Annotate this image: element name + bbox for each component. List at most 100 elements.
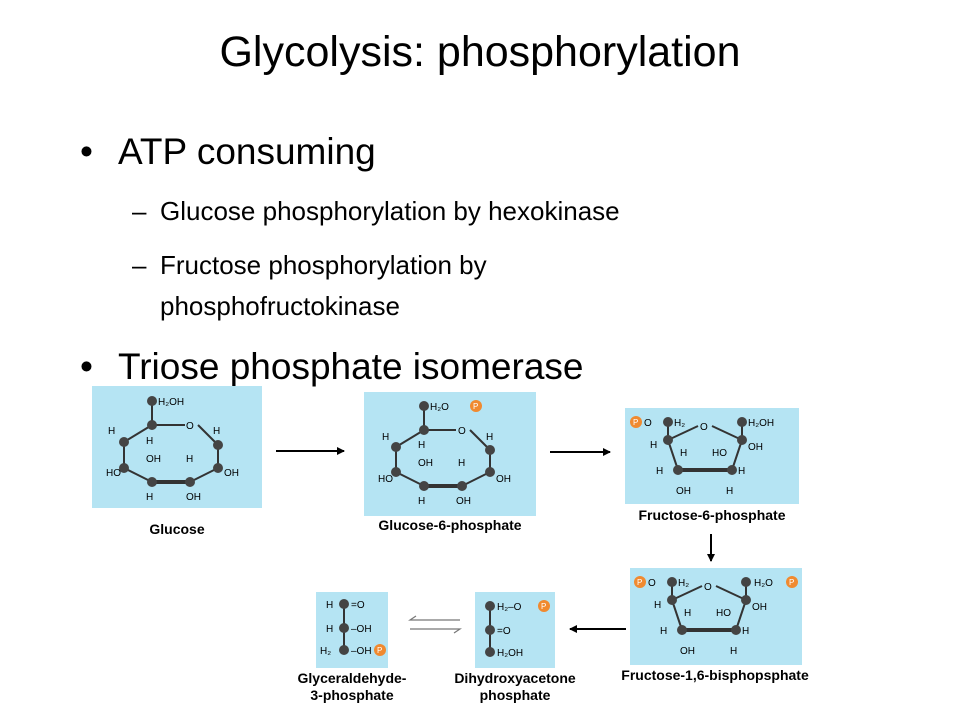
bullet-triose-isomerase: • Triose phosphate isomerase	[80, 346, 584, 388]
subbullet-dash: –	[132, 250, 147, 280]
equilibrium-arrows-icon	[408, 615, 462, 634]
slide-title: Glycolysis: phosphorylation	[219, 28, 741, 76]
phosphate-icon	[634, 576, 646, 588]
atom-label: HO	[712, 448, 727, 459]
atom-label: H	[382, 432, 389, 443]
atom-label: H	[660, 626, 667, 637]
subbullet-text-continued: phosphofructokinase	[160, 291, 400, 321]
atom-label: O	[458, 426, 466, 437]
atom-label: HO	[716, 608, 731, 619]
atom-label: =O	[351, 600, 365, 611]
glucose-panel	[92, 386, 262, 508]
phosphate-icon	[630, 416, 642, 428]
atom-label: H₂OH	[497, 648, 523, 659]
atom-label: H₂–O	[497, 602, 522, 613]
f16bp-panel	[630, 568, 802, 665]
atom-label: O	[644, 418, 652, 429]
atom-label: H	[146, 436, 153, 447]
atom-label: OH	[456, 496, 471, 507]
atom-label: H₂	[320, 646, 331, 657]
atom-label: P	[633, 418, 638, 427]
caption-line: Dihydroxyacetone	[454, 670, 576, 686]
atom-label: H	[684, 608, 691, 619]
glucose-carbons	[119, 396, 223, 487]
caption-g6p: Glucose-6-phosphate	[378, 517, 522, 533]
atom-label: H	[186, 454, 193, 465]
atom-label: H	[146, 492, 153, 503]
atom-label: –OH	[351, 624, 372, 635]
atom-label: H	[108, 426, 115, 437]
atom-label: OH	[680, 646, 695, 657]
atom-label: OH	[748, 442, 763, 453]
bullet-text: Triose phosphate isomerase	[118, 346, 584, 387]
subbullet-glucose-hexokinase: – Glucose phosphorylation by hexokinase	[132, 191, 620, 232]
atom-label: H	[726, 486, 733, 497]
phosphate-icon	[470, 400, 482, 412]
atom-label: H	[680, 448, 687, 459]
phosphate-icon	[374, 644, 386, 656]
atom-label: O	[648, 578, 656, 589]
bullet-atp-consuming: • ATP consuming	[80, 131, 376, 173]
atom-label: HO	[106, 468, 121, 479]
bullet-dot: •	[80, 346, 93, 387]
atom-label: P	[789, 578, 794, 587]
atom-label: HO	[378, 474, 393, 485]
g6p-molecule	[395, 406, 491, 488]
atom-label: OH	[224, 468, 239, 479]
caption-line: 3-phosphate	[310, 687, 394, 703]
atom-label: H	[326, 600, 333, 611]
atom-label: =O	[497, 626, 511, 637]
atom-label: OH	[146, 454, 161, 465]
subbullet-dash: –	[132, 196, 147, 226]
atom-label: H₂	[674, 418, 685, 429]
atom-label: O	[704, 582, 712, 593]
atom-label: H	[458, 458, 465, 469]
atom-label: O	[186, 421, 194, 432]
subbullet-fructose-pfk: – Fructose phosphorylation by phosphofru…	[132, 245, 487, 327]
g6p-panel	[364, 392, 536, 516]
atom-label: H	[650, 440, 657, 451]
atom-label: H	[418, 496, 425, 507]
atom-label: H	[656, 466, 663, 477]
atom-label: H	[742, 626, 749, 637]
atom-label: OH	[186, 492, 201, 503]
caption-dhap: Dihydroxyacetone phosphate	[450, 670, 580, 704]
atom-label: OH	[752, 602, 767, 613]
bullet-dot: •	[80, 131, 93, 172]
atom-label: –OH	[351, 646, 372, 657]
atom-label: H	[326, 624, 333, 635]
bullet-text: ATP consuming	[118, 131, 376, 172]
atom-label: OH	[676, 486, 691, 497]
atom-label: H₂O	[754, 578, 773, 589]
caption-f6p: Fructose-6-phosphate	[638, 507, 786, 523]
atom-label: OH	[496, 474, 511, 485]
atom-label: H₂O	[430, 402, 449, 413]
phosphate-icon	[538, 600, 550, 612]
atom-label: P	[473, 402, 478, 411]
subbullet-text: Fructose phosphorylation by	[160, 250, 487, 280]
caption-g3p: Glyceraldehyde- 3-phosphate	[290, 670, 414, 704]
atom-label: H₂OH	[158, 397, 184, 408]
caption-line: Glyceraldehyde-	[297, 670, 407, 686]
atom-label: H₂	[678, 578, 689, 589]
f6p-panel	[625, 408, 799, 504]
atom-label: OH	[418, 458, 433, 469]
atom-label: H	[486, 432, 493, 443]
atom-label: P	[541, 602, 546, 611]
atom-label: H	[418, 440, 425, 451]
caption-line: phosphate	[479, 687, 551, 703]
g3p-panel	[316, 592, 388, 668]
caption-f16bp: Fructose-1,6-bisphopsphate	[621, 667, 809, 683]
subbullet-text: Glucose phosphorylation by hexokinase	[160, 196, 620, 226]
caption-glucose: Glucose	[149, 521, 205, 537]
atom-label: H	[654, 600, 661, 611]
atom-label: P	[377, 646, 382, 655]
atom-label: H₂OH	[748, 418, 774, 429]
atom-label: O	[700, 422, 708, 433]
atom-label: H	[213, 426, 220, 437]
glucose-molecule	[123, 401, 219, 484]
atom-label: H	[738, 466, 745, 477]
phosphate-icon	[786, 576, 798, 588]
atom-label: P	[637, 578, 642, 587]
